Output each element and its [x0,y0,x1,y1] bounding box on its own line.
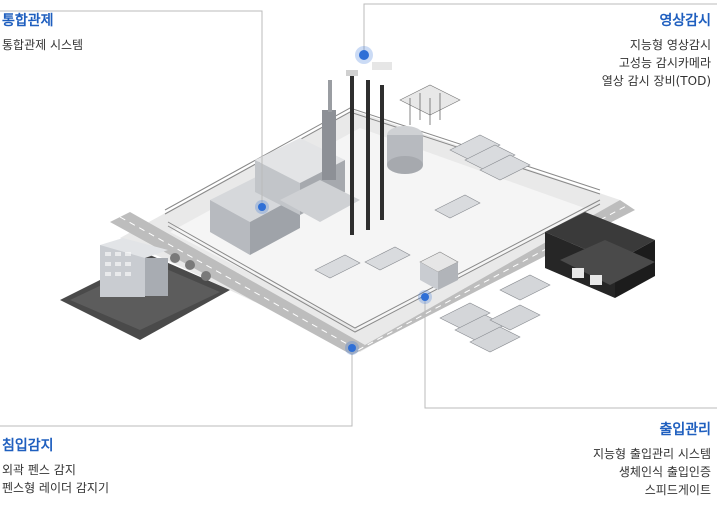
intrusion-detection-item: 펜스형 레이더 감지기 [2,481,109,495]
access-control-label: 출입관리 지능형 출입관리 시스템 생체인식 출입인증 스피드게이트 [593,421,711,499]
trucks-outside [439,274,551,353]
intrusion-detection-label: 침입감지 외곽 펜스 감지 펜스형 레이더 감지기 [2,437,109,497]
guard-post [419,251,459,290]
access-control-item: 지능형 출입관리 시스템 [592,447,711,461]
warehouse-right [545,212,655,298]
intrusion-detection-item: 외곽 펜스 감지 [2,463,76,477]
integrated-control-item: 통합관제 시스템 [2,38,84,52]
video-surveillance-title: 영상감시 [659,13,711,29]
access-control-item: 스피드게이트 [644,483,711,497]
integrated-control-title: 통합관제 [2,13,54,29]
access-control-item: 생체인식 출입인증 [618,465,711,479]
trucks-inside [314,134,531,279]
video-surveillance-item: 열상 감시 장비(TOD) [601,74,711,88]
video-surveillance-item: 지능형 영상감시 [629,38,711,52]
office-building-left [60,238,230,340]
integrated-control-label: 통합관제 통합관제 시스템 [2,12,83,54]
factory-buildings [210,62,461,255]
location-markers [255,46,432,355]
leader-lines [0,3,717,427]
access-control-title: 출입관리 [659,422,711,438]
video-surveillance-item: 고성능 감시카메라 [618,56,711,70]
video-surveillance-label: 영상감시 지능형 영상감시 고성능 감시카메라 열상 감시 장비(TOD) [602,12,711,90]
intrusion-detection-title: 침입감지 [2,438,54,454]
